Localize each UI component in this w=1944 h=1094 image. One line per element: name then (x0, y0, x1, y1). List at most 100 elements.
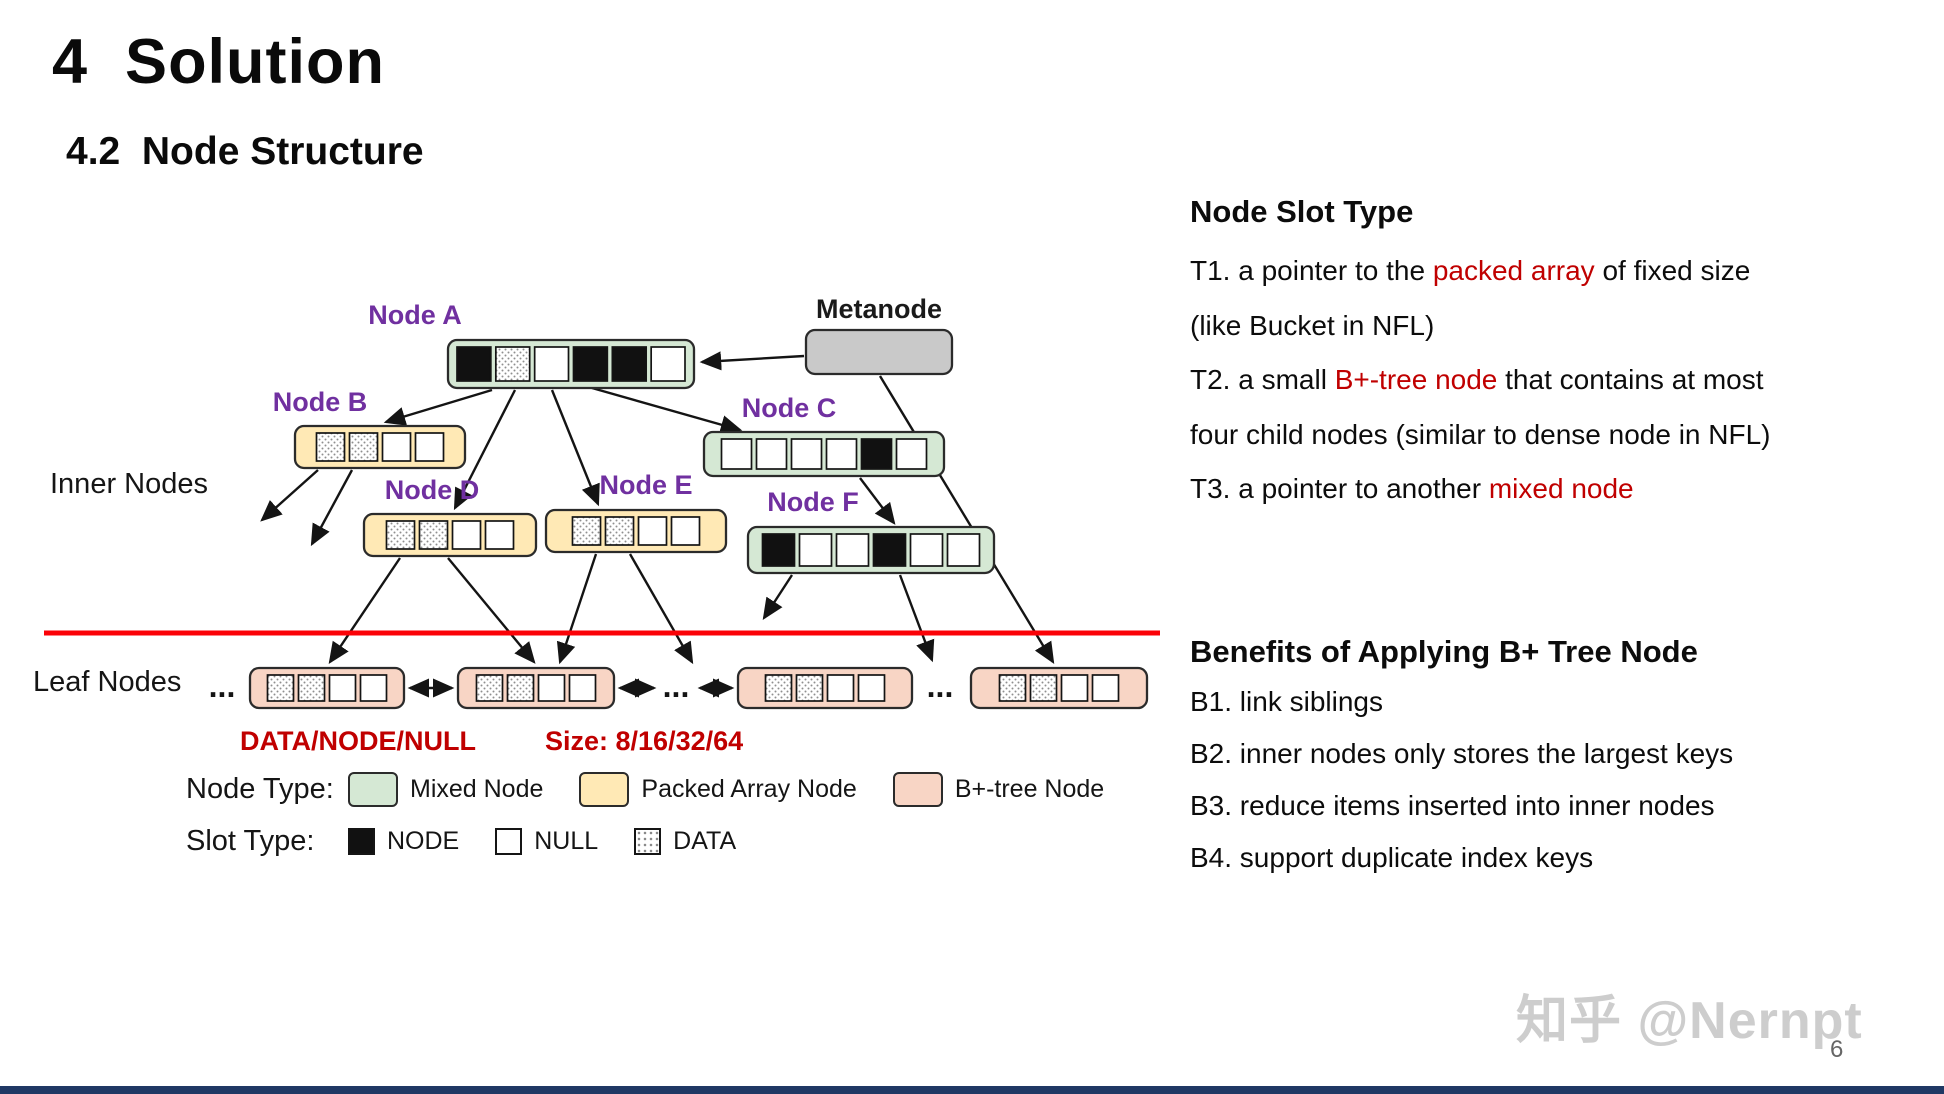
benefit-item-b4: B4. support duplicate index keys (1190, 841, 1594, 873)
slot-null (825, 438, 858, 470)
legend-label: Packed Array Node (641, 774, 857, 803)
node-label-B: Node B (273, 387, 368, 417)
slot-node-swatch (348, 827, 375, 855)
packed-node-swatch (579, 771, 630, 807)
bottom-accent-bar (0, 1086, 1944, 1094)
legend-label: NODE (387, 826, 460, 855)
nodeC-to-nodeF-arrow (859, 477, 896, 525)
slot-node (572, 346, 609, 382)
legend-item-slot-node: NODE (348, 827, 459, 856)
slot-null (533, 346, 570, 382)
slot-node (611, 346, 648, 382)
diagram-nodes: Metanode Node A Node B Node C Node D Node E No… (248, 294, 1149, 710)
slot-type-item-t3: T3. a pointer to another mixed node (1190, 473, 1634, 505)
slot-data (315, 432, 346, 462)
node-slot-type-heading: Node Slot Type (1190, 194, 1414, 229)
slot-null (451, 520, 482, 550)
node-label-C: Node C (742, 393, 837, 423)
node-label-D: Node D (385, 475, 480, 505)
benefit-item-b3: B3. reduce items inserted into inner nod… (1190, 789, 1715, 821)
slot-null (537, 674, 566, 702)
diagram-arrows (260, 351, 1055, 698)
nodeA-to-nodeE-arrow (550, 389, 600, 507)
node-slot-type-section: Node Slot Type T1. a pointer to the pack… (1190, 194, 1850, 517)
slot-null (381, 432, 412, 462)
slot-null-swatch (495, 827, 523, 855)
node-label-metanode: Metanode (816, 294, 942, 324)
leaf-ellipsis-2: ... (663, 668, 690, 704)
slot-null (909, 533, 944, 567)
benefit-item-b1: B1. link siblings (1190, 686, 1383, 717)
legend-node-type-items: Mixed Node Packed Array Node B+-tree Node (348, 771, 1140, 807)
nodeA-to-nodeD-arrow (453, 389, 517, 511)
nodeD-to-leaf1-arrow (328, 557, 401, 664)
legend-item-mixed: Mixed Node (348, 771, 544, 807)
diagram-node-leaf2 (456, 666, 616, 710)
watermark: 知乎 @Nernpt (1516, 992, 1863, 1050)
slot-null (895, 438, 928, 470)
node-label-A: Node A (368, 300, 462, 330)
nodeA-to-nodeC-arrow (591, 386, 743, 434)
slot-null (328, 674, 357, 702)
legend-item-btree: B+-tree Node (892, 771, 1104, 807)
diagram-node-metanode: Metanode (804, 294, 954, 376)
diagram-node-C: Node C (702, 393, 946, 478)
node-label-F: Node F (767, 487, 859, 517)
diagram-legend: Node Type: Mixed Node Packed Array Node B+… (186, 766, 1140, 864)
nodeB-child-arrow-1 (260, 469, 319, 522)
slot-null (359, 674, 388, 702)
node-label-E: Node E (599, 470, 692, 500)
legend-node-type-row: Node Type: Mixed Node Packed Array Node B+… (186, 766, 1140, 812)
slot-null (1091, 674, 1120, 702)
slot-data-swatch (634, 827, 662, 855)
slot-node (860, 438, 893, 470)
legend-label: NULL (534, 826, 599, 855)
diagram-node-leaf1 (248, 666, 406, 710)
diagram-node-D: Node D (362, 475, 538, 558)
slot-node (872, 533, 907, 567)
legend-slot-type-label: Slot Type: (186, 824, 315, 857)
slot-null (790, 438, 823, 470)
slot-null (798, 533, 833, 567)
slot-null (720, 438, 753, 470)
slot-null (835, 533, 870, 567)
metanode-to-leaf4-arrow (878, 375, 1055, 665)
legend-node-type-label: Node Type: (186, 772, 334, 805)
slot-data (1029, 674, 1058, 702)
legend-label: Mixed Node (410, 774, 544, 803)
nodeE-to-leaf3-arrow (628, 553, 694, 665)
nodeF-to-leaf-arrow (898, 574, 935, 663)
nodeA-to-nodeB-arrow (383, 388, 493, 426)
slide-title: 4 Solution (52, 27, 385, 97)
slot-type-item-t1: T1. a pointer to the packed array of fix… (1190, 255, 1751, 341)
slot-null (650, 346, 686, 382)
benefits-heading: Benefits of Applying B+ Tree Node (1190, 634, 1698, 669)
metanode-to-nodeA-arrow (699, 351, 805, 371)
slot-data (385, 520, 416, 550)
inner-nodes-label: Inner Nodes (50, 468, 208, 500)
slot-type-item-t2: T2. a small B+-tree node that contains a… (1190, 364, 1771, 450)
slot-data (348, 432, 379, 462)
diagram-node-F: Node F (746, 487, 996, 575)
slot-data (418, 520, 449, 550)
red-highlight: mixed node (1488, 473, 1634, 505)
slot-null (946, 533, 981, 567)
leaf-ellipsis-3: ... (927, 668, 954, 704)
slot-data (998, 674, 1027, 702)
slot-null (637, 516, 668, 546)
nodeD-to-leaf2-arrow (447, 557, 536, 664)
red-highlight: B+-tree node (1334, 364, 1498, 396)
leaf-ellipsis-1: ... (209, 668, 236, 704)
slot-data (475, 674, 504, 702)
slide-subtitle: 4.2 Node Structure (66, 130, 424, 173)
slot-data (297, 674, 326, 702)
slot-null (857, 674, 886, 702)
slot-null (826, 674, 855, 702)
btree-node-swatch (892, 771, 943, 807)
caption-slot-values: DATA/NODE/NULL (240, 726, 476, 756)
